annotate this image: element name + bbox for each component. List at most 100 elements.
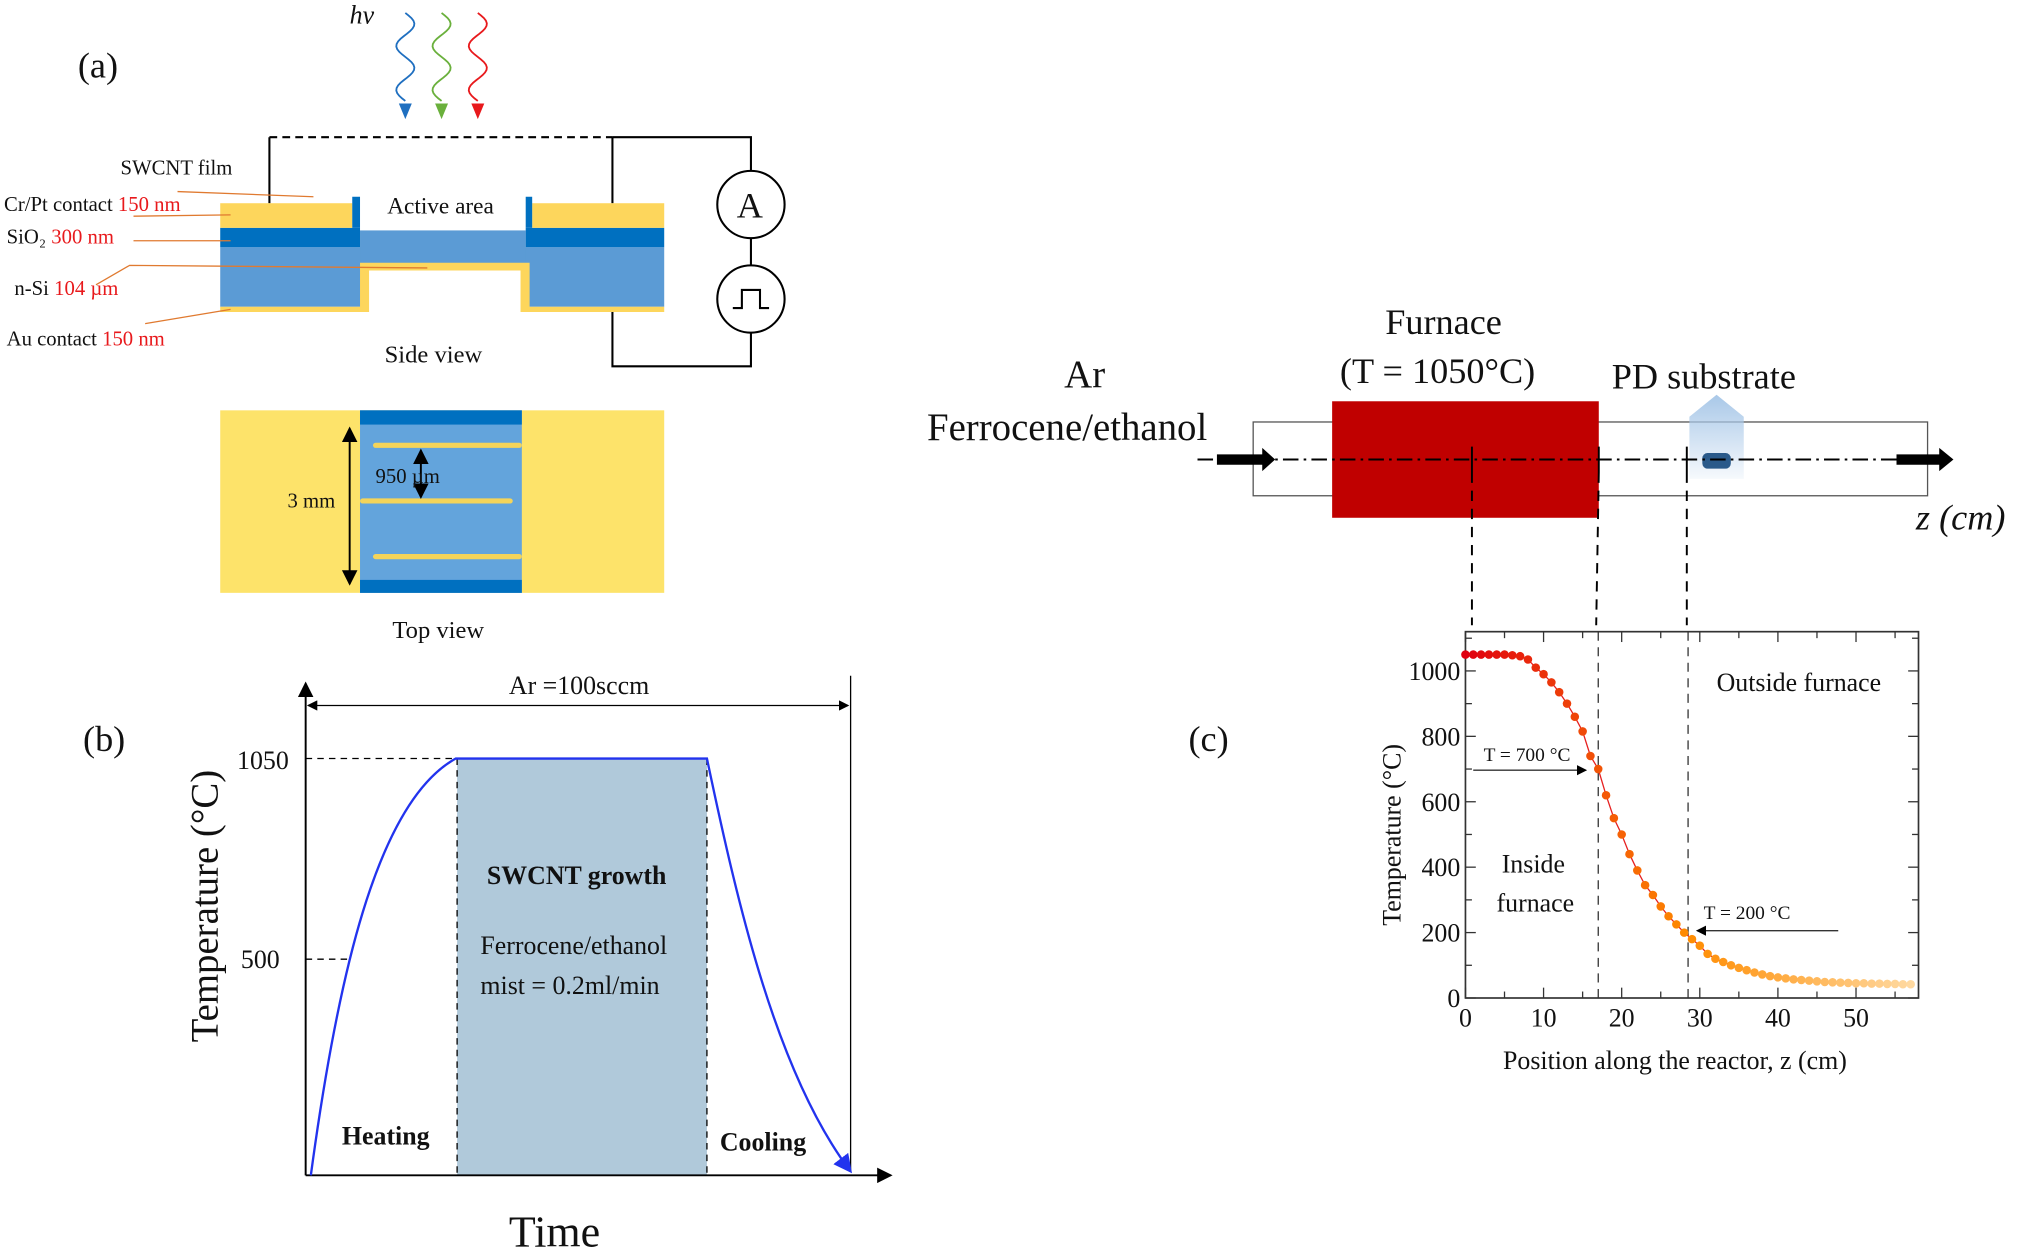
arrow-head-icon — [398, 103, 412, 120]
x-tick-label: 0 — [1459, 1003, 1472, 1032]
light-wave — [395, 12, 416, 102]
panel-a: (a) hv A — [4, 0, 786, 644]
panel-a-label: (a) — [78, 46, 118, 86]
mist-line2: mist = 0.2ml/min — [480, 971, 659, 1000]
data-point — [1539, 669, 1548, 679]
crpt-contact-label: Cr/Pt contact 150 nm — [4, 194, 181, 216]
data-point — [1617, 830, 1626, 839]
x-tick-label: 20 — [1609, 1003, 1635, 1032]
data-point — [1703, 949, 1712, 959]
plot-frame — [1464, 630, 1920, 999]
au-contact-label: Au contact 150 nm — [7, 329, 165, 351]
heating-label: Heating — [342, 1121, 430, 1150]
data-point — [1640, 880, 1650, 890]
data-point — [1726, 961, 1736, 970]
data-point — [1734, 963, 1744, 973]
growth-label: SWCNT growth — [487, 861, 666, 890]
data-point — [1625, 849, 1634, 859]
data-point — [1773, 973, 1783, 982]
data-point — [1882, 979, 1892, 989]
data-point — [1797, 975, 1806, 985]
data-point — [1468, 650, 1478, 659]
panel-c: (c) Furnace (T = 1050°C) Ar Ferrocene/et… — [927, 302, 2005, 1075]
t700-label: T = 700 °C — [1484, 745, 1571, 766]
data-point — [1750, 968, 1759, 977]
data-point — [1570, 712, 1580, 721]
data-point — [1859, 979, 1869, 988]
dimension-3mm: 3 mm — [288, 490, 336, 512]
y-tick-label: 1000 — [1409, 657, 1461, 686]
device-top-view — [220, 410, 665, 593]
pulse-source-icon — [716, 264, 786, 334]
active-area-label: Active area — [387, 194, 494, 220]
outlet-arrow — [1896, 447, 1954, 472]
arrow-head-icon — [471, 103, 485, 120]
furnace-temp: (T = 1050°C) — [1340, 351, 1535, 391]
data-point — [1804, 976, 1814, 985]
data-point — [1890, 979, 1900, 989]
outside-furnace-label: Outside furnace — [1717, 668, 1882, 697]
y-tick-label: 400 — [1421, 853, 1460, 882]
data-point — [1867, 979, 1876, 988]
data-point — [1508, 650, 1517, 660]
data-point — [1851, 979, 1861, 988]
data-point — [1828, 978, 1837, 987]
data-point — [1601, 790, 1611, 800]
data-point — [1484, 650, 1494, 659]
data-point — [1820, 977, 1830, 987]
data-point — [1718, 957, 1728, 967]
data-point — [1648, 890, 1658, 900]
data-point — [1812, 977, 1822, 986]
y-tick-label: 600 — [1421, 788, 1460, 817]
arrow-head-icon — [435, 103, 449, 120]
data-point — [1742, 965, 1751, 975]
sio2-label: SiO₂ 300 nm — [7, 226, 114, 248]
tick-1050: 1050 — [237, 746, 289, 775]
plot-xlabel: Position along the reactor, z (cm) — [1503, 1046, 1847, 1075]
data-point — [1586, 751, 1595, 761]
dimension-950um: 950 µm — [376, 466, 440, 488]
tick-500: 500 — [241, 945, 280, 974]
data-point — [1898, 979, 1908, 989]
inside-label-1: Inside — [1502, 849, 1565, 878]
ar-label: Ar — [1064, 353, 1105, 396]
ammeter-label: A — [737, 185, 763, 225]
data-point — [1656, 902, 1666, 911]
data-point — [1554, 687, 1564, 697]
light-waves — [395, 12, 488, 120]
data-point — [1687, 934, 1697, 944]
ferrocene-label: Ferrocene/ethanol — [927, 406, 1208, 449]
data-point — [1765, 971, 1775, 981]
data-point — [1492, 650, 1501, 659]
x-tick-label: 50 — [1843, 1003, 1869, 1032]
circuit — [268, 136, 786, 368]
inlet-arrow — [1216, 447, 1276, 472]
data-point — [1906, 979, 1915, 989]
panel-c-label: (c) — [1188, 719, 1228, 759]
data-point — [1609, 813, 1619, 823]
y-tick-label: 200 — [1421, 919, 1460, 948]
data-point — [1461, 650, 1470, 659]
cooling-label: Cooling — [720, 1128, 806, 1157]
data-point — [1695, 941, 1705, 950]
data-point — [1843, 978, 1853, 988]
data-point — [1547, 678, 1556, 687]
data-point — [1836, 978, 1845, 987]
data-point — [1523, 655, 1533, 664]
data-point — [1679, 928, 1689, 937]
x-tick-label: 40 — [1765, 1003, 1791, 1032]
data-point — [1664, 911, 1673, 921]
data-point — [1781, 974, 1790, 983]
hv-label: hv — [350, 0, 375, 29]
device-side-view — [220, 196, 665, 312]
furnace-label: Furnace — [1385, 302, 1502, 342]
mist-line1: Ferrocene/ethanol — [480, 931, 667, 960]
panel-b-label: (b) — [83, 719, 125, 759]
x-tick-label: 10 — [1531, 1003, 1557, 1032]
panel-b: (b) Ar =100sccm 1050 500 Temperature (°C… — [83, 671, 893, 1253]
data-point — [1578, 727, 1587, 736]
data-point — [1476, 650, 1486, 659]
y-tick-label: 0 — [1447, 984, 1460, 1013]
